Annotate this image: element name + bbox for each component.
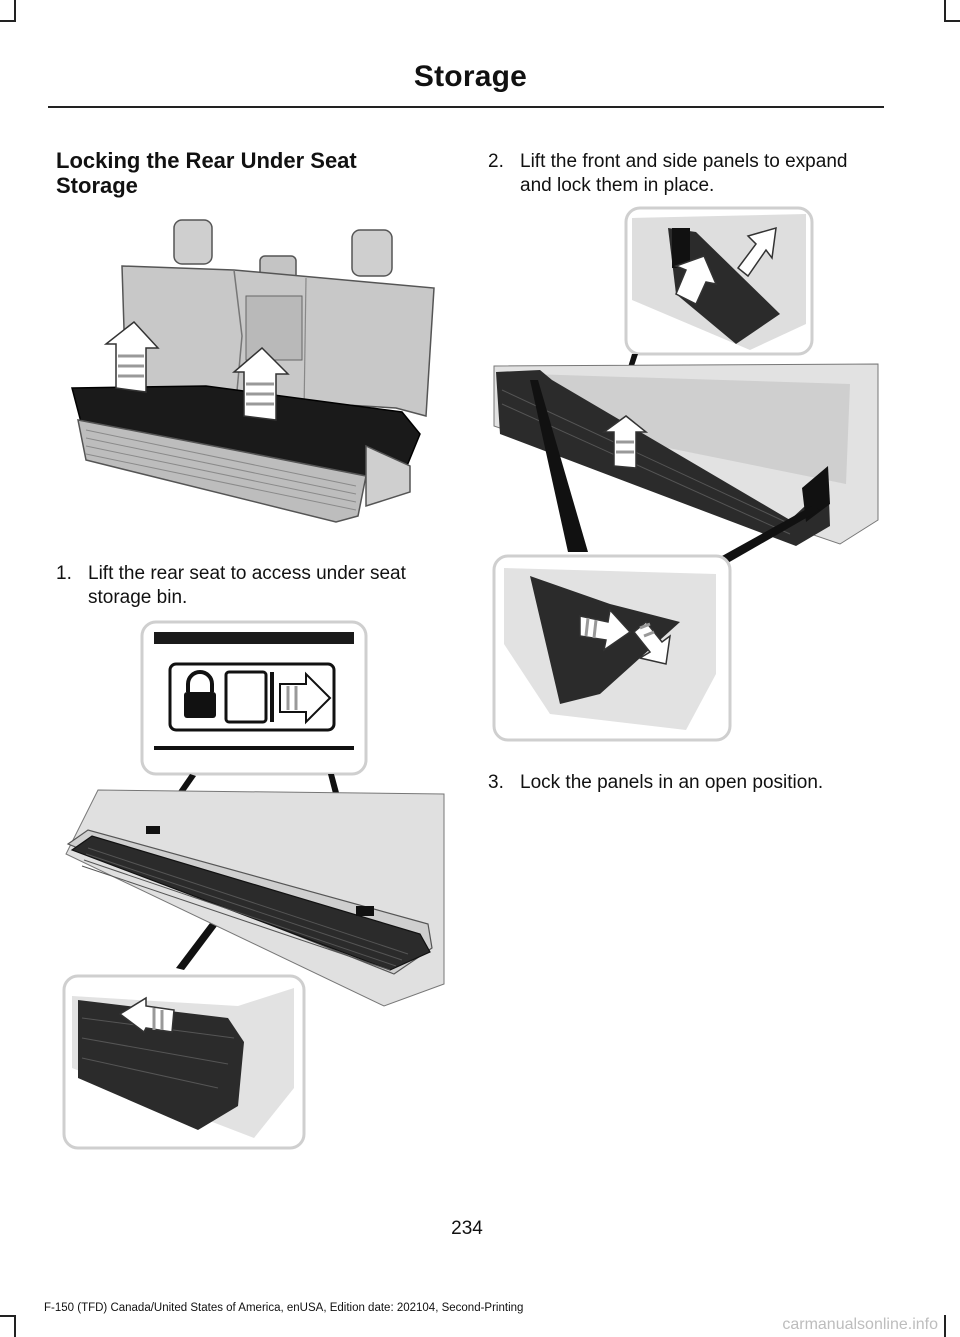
crop-mark-bottom-left-h xyxy=(0,1315,16,1317)
step-number: 1. xyxy=(56,563,72,584)
step-text-line2: storage bin. xyxy=(88,587,188,608)
header-divider xyxy=(48,106,884,108)
panel-expansion-illustration xyxy=(492,206,879,742)
step-3: 3. Lock the panels in an open position. xyxy=(488,771,908,797)
lock-icon xyxy=(184,670,216,718)
arrow-right-icon xyxy=(579,608,632,652)
storage-lid-lock-illustration xyxy=(62,620,445,1150)
crop-mark-top-right-v xyxy=(944,0,946,22)
section-title-line2: Storage xyxy=(56,173,138,198)
arrow-right-icon xyxy=(279,671,332,725)
rear-seat-illustration xyxy=(71,219,435,523)
page-header-title: Storage xyxy=(413,60,527,93)
arrow-left-icon xyxy=(118,996,175,1034)
arrow-up-icon xyxy=(231,346,290,421)
arrow-down-right-icon xyxy=(632,620,671,665)
arrow-up-right-icon xyxy=(736,226,777,278)
section-title: Locking the Rear Under Seat Storage xyxy=(56,148,416,198)
step-text: Lift the front and side panels to expand… xyxy=(520,150,847,198)
crop-mark-bottom-right-v xyxy=(944,1315,946,1337)
step-2: 2. Lift the front and side panels to exp… xyxy=(488,150,908,200)
arrow-up-icon xyxy=(673,255,718,306)
step-text-line2: and lock them in place. xyxy=(520,175,715,196)
step-number: 2. xyxy=(488,151,504,172)
section-title-line1: Locking the Rear Under Seat xyxy=(56,148,357,173)
step-1: 1. Lift the rear seat to access under se… xyxy=(56,562,446,612)
step-text-line1: Lift the front and side panels to expand xyxy=(520,151,848,172)
crop-mark-top-left-h xyxy=(0,20,16,22)
step-number: 3. xyxy=(488,772,504,793)
page-number: 234 xyxy=(451,1218,483,1239)
crop-mark-bottom-left-v xyxy=(14,1315,16,1337)
crop-mark-top-right-h xyxy=(944,20,960,22)
step-text-line1: Lift the rear seat to access under seat xyxy=(88,563,406,584)
step-text: Lock the panels in an open position. xyxy=(520,772,824,793)
footer-edition-text: F-150 (TFD) Canada/United States of Amer… xyxy=(44,1302,524,1314)
arrow-up-icon xyxy=(103,320,160,393)
arrow-up-icon xyxy=(601,415,649,469)
crop-mark-top-left-v xyxy=(14,0,16,22)
step-text: Lift the rear seat to access under seat … xyxy=(88,562,406,610)
watermark: carmanualsonline.info xyxy=(782,1316,938,1333)
